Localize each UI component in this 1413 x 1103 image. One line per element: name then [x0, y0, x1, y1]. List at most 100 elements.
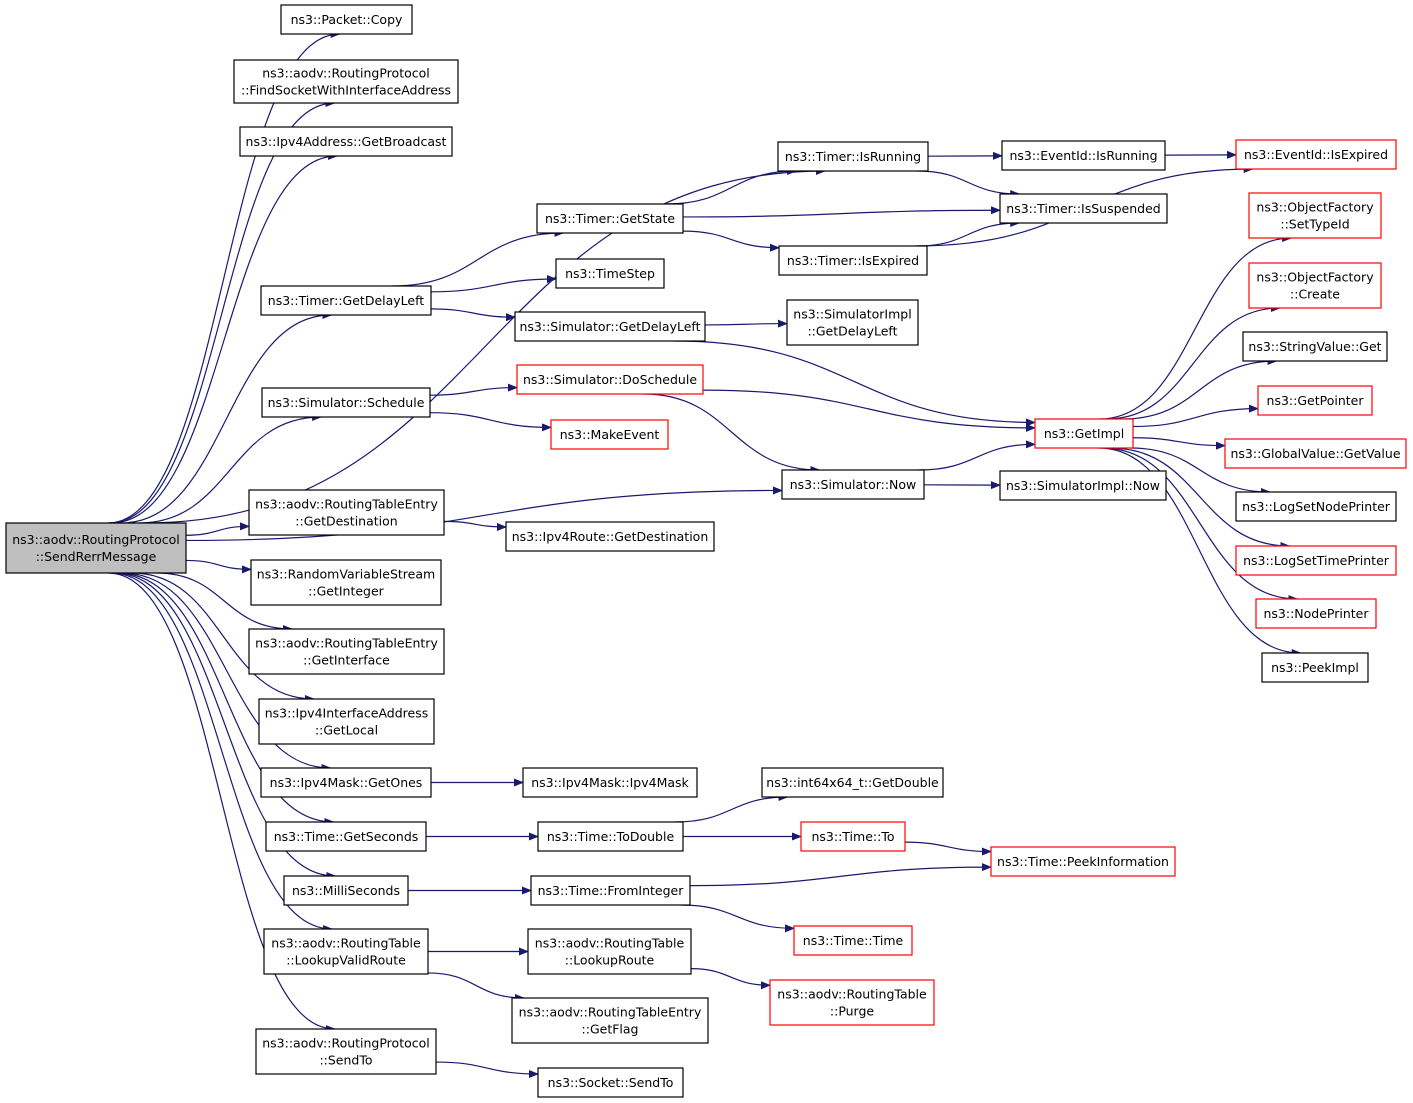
node-root[interactable]: ns3::aodv::RoutingProtocol::SendRerrMess…: [5, 522, 187, 574]
node-ipv4mask[interactable]: ns3::Ipv4Mask::Ipv4Mask: [522, 767, 698, 798]
node-sim-getdelay[interactable]: ns3::Simulator::GetDelayLeft: [514, 311, 706, 342]
node-box: [280, 4, 413, 35]
node-label: ns3::PeekImpl: [1271, 660, 1359, 675]
node-peekinfo[interactable]: ns3::Time::PeekInformation: [990, 846, 1176, 877]
node-box: [1224, 438, 1407, 469]
node-isexpired[interactable]: ns3::Timer::IsExpired: [778, 245, 928, 276]
node-label: ::LookupRoute: [565, 953, 655, 968]
edge-sim_getdelay-to-getimpl: [674, 340, 1036, 427]
node-timestep[interactable]: ns3::TimeStep: [555, 258, 665, 289]
node-peekimpl[interactable]: ns3::PeekImpl: [1261, 652, 1369, 683]
edge-root-to-copy: [107, 30, 341, 524]
node-box: [1248, 262, 1382, 309]
node-of-create[interactable]: ns3::ObjectFactory::Create: [1248, 262, 1382, 309]
node-box: [250, 559, 442, 606]
node-logsettime[interactable]: ns3::LogSetTimePrinter: [1235, 545, 1397, 576]
node-milliseconds[interactable]: ns3::MilliSeconds: [283, 875, 409, 906]
node-time-time[interactable]: ns3::Time::Time: [793, 925, 913, 956]
edge-schedule-to-doschedule: [429, 383, 518, 396]
node-label: ns3::Time::FromInteger: [538, 883, 685, 898]
node-getinteger[interactable]: ns3::RandomVariableStream::GetInteger: [250, 559, 442, 606]
node-box: [1001, 140, 1166, 171]
node-box: [1257, 385, 1373, 416]
node-label: ns3::Time::PeekInformation: [997, 854, 1169, 869]
node-getstate[interactable]: ns3::Timer::GetState: [536, 203, 684, 234]
node-socket-sendto[interactable]: ns3::Socket::SendTo: [537, 1067, 684, 1098]
node-route-getdest[interactable]: ns3::Ipv4Route::GetDestination: [505, 521, 715, 552]
node-box: [260, 767, 432, 798]
edge-frominteger-to-peekinfo: [689, 863, 992, 887]
node-label: ns3::aodv::RoutingProtocol: [262, 1036, 430, 1051]
edge-root-to-lookupvalid: [111, 572, 334, 933]
node-getimpl[interactable]: ns3::GetImpl: [1034, 418, 1134, 449]
node-getseconds[interactable]: ns3::Time::GetSeconds: [265, 821, 427, 852]
node-simimpl-getdelay[interactable]: ns3::SimulatorImpl::GetDelayLeft: [786, 299, 919, 346]
edge-doschedule-to-now: [643, 393, 821, 474]
node-box: [248, 628, 445, 675]
node-lookuproute[interactable]: ns3::aodv::RoutingTable::LookupRoute: [527, 928, 692, 975]
node-of-settypeid[interactable]: ns3::ObjectFactory::SetTypeId: [1248, 192, 1382, 239]
node-label: ns3::Timer::GetState: [545, 211, 675, 226]
node-box: [1034, 418, 1134, 449]
node-label: ns3::Ipv4InterfaceAddress: [265, 706, 429, 721]
node-globalvalue-get[interactable]: ns3::GlobalValue::GetValue: [1224, 438, 1407, 469]
edge-getstate-to-issuspended: [682, 206, 1001, 218]
node-schedule[interactable]: ns3::Simulator::Schedule: [261, 387, 431, 418]
edge-root-to-getinteger: [185, 559, 252, 574]
edge-root-to-getinterface: [156, 572, 294, 633]
edge-getstate-to-isrunning: [666, 167, 798, 205]
node-rte-getdest[interactable]: ns3::aodv::RoutingTableEntry::GetDestina…: [248, 489, 445, 536]
node-box: [800, 821, 906, 852]
node-lookupvalid[interactable]: ns3::aodv::RoutingTable::LookupValidRout…: [263, 928, 429, 975]
node-now[interactable]: ns3::Simulator::Now: [781, 469, 925, 500]
node-logsetnode[interactable]: ns3::LogSetNodePrinter: [1235, 491, 1397, 522]
node-todouble[interactable]: ns3::Time::ToDouble: [537, 821, 684, 852]
edge-frominteger-to-time_time: [680, 904, 795, 933]
node-getlocal[interactable]: ns3::Ipv4InterfaceAddress::GetLocal: [258, 698, 435, 745]
node-label: ns3::Ipv4Mask::GetOnes: [270, 775, 423, 790]
node-stringvalue-get[interactable]: ns3::StringValue::Get: [1242, 331, 1388, 362]
node-bcast[interactable]: ns3::Ipv4Address::GetBroadcast: [239, 126, 453, 157]
node-getpointer[interactable]: ns3::GetPointer: [1257, 385, 1373, 416]
node-box: [778, 245, 928, 276]
node-box: [1261, 652, 1369, 683]
node-label: ns3::aodv::RoutingTableEntry: [255, 636, 438, 651]
node-label: ns3::RandomVariableStream: [257, 567, 435, 582]
node-ev-isrunning[interactable]: ns3::EventId::IsRunning: [1001, 140, 1166, 171]
node-purge[interactable]: ns3::aodv::RoutingTable::Purge: [769, 979, 935, 1026]
node-getinterface[interactable]: ns3::aodv::RoutingTableEntry::GetInterfa…: [248, 628, 445, 675]
node-nodeprinter[interactable]: ns3::NodePrinter: [1255, 598, 1377, 629]
edge-doschedule-to-getimpl: [702, 389, 1036, 432]
node-label: ns3::StringValue::Get: [1248, 339, 1381, 354]
node-doschedule[interactable]: ns3::Simulator::DoSchedule: [516, 364, 704, 395]
node-getdelayleft[interactable]: ns3::Timer::GetDelayLeft: [260, 285, 432, 316]
node-box: [261, 387, 431, 418]
node-box: [516, 364, 704, 395]
node-findsock[interactable]: ns3::aodv::RoutingProtocol::FindSocketWi…: [233, 59, 459, 104]
node-ev-isexpired[interactable]: ns3::EventId::IsExpired: [1235, 139, 1397, 170]
node-sendto-rp[interactable]: ns3::aodv::RoutingProtocol::SendTo: [255, 1028, 437, 1075]
node-copy[interactable]: ns3::Packet::Copy: [280, 4, 413, 35]
node-makeevent[interactable]: ns3::MakeEvent: [550, 419, 669, 450]
edge-getimpl-to-getpointer: [1132, 404, 1259, 428]
node-time-to[interactable]: ns3::Time::To: [800, 821, 906, 852]
edge-sendto_rp-to-socket_sendto: [435, 1061, 539, 1078]
node-label: ::GetInterface: [303, 653, 390, 668]
node-issuspended[interactable]: ns3::Timer::IsSuspended: [999, 193, 1168, 224]
node-simimpl-now[interactable]: ns3::SimulatorImpl::Now: [999, 470, 1167, 501]
node-label: ::SendTo: [319, 1053, 372, 1068]
edge-lookuproute-to-purge: [690, 968, 771, 990]
node-label: ns3::MilliSeconds: [292, 883, 400, 898]
edge-getimpl-to-of_create: [1106, 304, 1281, 420]
node-label: ns3::Packet::Copy: [291, 12, 403, 27]
node-getones[interactable]: ns3::Ipv4Mask::GetOnes: [260, 767, 432, 798]
edge-isexpired-to-issuspended: [917, 219, 1021, 247]
node-label: ns3::Ipv4Route::GetDestination: [512, 529, 709, 544]
node-frominteger[interactable]: ns3::Time::FromInteger: [530, 875, 691, 906]
node-getdouble[interactable]: ns3::int64x64_t::GetDouble: [761, 767, 944, 798]
node-label: ns3::Socket::SendTo: [548, 1075, 674, 1090]
node-getflag[interactable]: ns3::aodv::RoutingTableEntry::GetFlag: [511, 997, 709, 1044]
node-label: ::GetLocal: [315, 723, 378, 738]
node-box: [248, 489, 445, 536]
node-isrunning[interactable]: ns3::Timer::IsRunning: [777, 141, 929, 172]
